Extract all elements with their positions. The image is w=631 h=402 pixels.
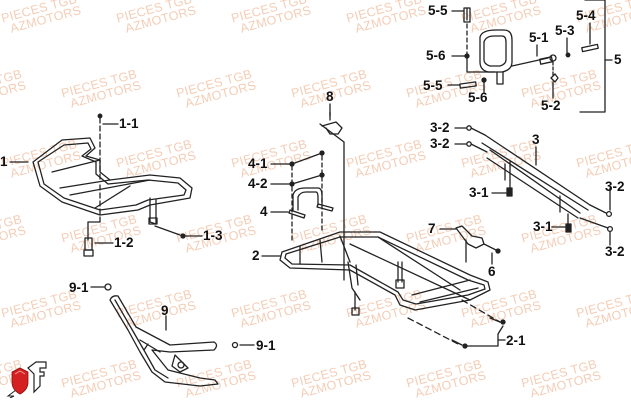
callout-3-2-right-top: 3-2 [605, 179, 625, 194]
leaders-part-2 [261, 255, 506, 347]
callout-5-5-bottom: 5-5 [423, 78, 443, 93]
callout-5-4: 5-4 [576, 8, 596, 23]
tgb-shield-logo-icon [6, 361, 47, 398]
callout-9-1-right: 9-1 [256, 338, 276, 353]
callout-1-1: 1-1 [119, 116, 139, 131]
front-rack-part-1 [32, 113, 193, 257]
callout-4-2: 4-2 [248, 176, 268, 191]
callout-1-3: 1-3 [203, 228, 223, 243]
callout-4-1: 4-1 [248, 156, 268, 171]
callout-9: 9 [161, 303, 169, 318]
leaders-part-1 [9, 123, 203, 244]
callout-9-1-left: 9-1 [69, 280, 89, 295]
leaders-part-5 [447, 0, 613, 113]
callout-3-1-right: 3-1 [533, 219, 553, 234]
callout-5-2: 5-2 [541, 98, 561, 113]
front-bumper-part-9 [104, 283, 239, 387]
callout-5-1: 5-1 [529, 30, 549, 45]
rear-rack-part-2 [279, 231, 506, 349]
callout-5-6-top: 5-6 [426, 48, 446, 63]
callout-2-1: 2-1 [506, 333, 526, 348]
callout-3-1-left: 3-1 [469, 185, 489, 200]
callout-6: 6 [488, 264, 496, 279]
callout-3: 3 [532, 132, 540, 147]
callout-8: 8 [326, 89, 334, 104]
callout-1-2: 1-2 [114, 235, 134, 250]
callout-5-6-bottom: 5-6 [468, 90, 488, 105]
leaders-part-3 [454, 127, 611, 246]
callout-5: 5 [614, 52, 622, 67]
callout-3-2-right-bottom: 3-2 [605, 244, 625, 259]
callout-5-5-top: 5-5 [428, 3, 448, 18]
side-rail-part-3 [466, 125, 614, 233]
clip-part-7-and-bolt-6 [455, 225, 501, 265]
leaders-part-9 [90, 286, 255, 346]
leaders-part-4-8 [270, 103, 331, 213]
callout-7: 7 [428, 221, 436, 236]
callout-3-2-second: 3-2 [430, 136, 450, 151]
callout-3-2-top: 3-2 [430, 120, 450, 135]
callout-1: 1 [0, 154, 8, 169]
bracket-part-4-and-clip-part-8 [288, 111, 345, 281]
callout-4: 4 [260, 204, 268, 219]
callout-5-3: 5-3 [555, 23, 575, 38]
callout-2: 2 [252, 248, 260, 263]
